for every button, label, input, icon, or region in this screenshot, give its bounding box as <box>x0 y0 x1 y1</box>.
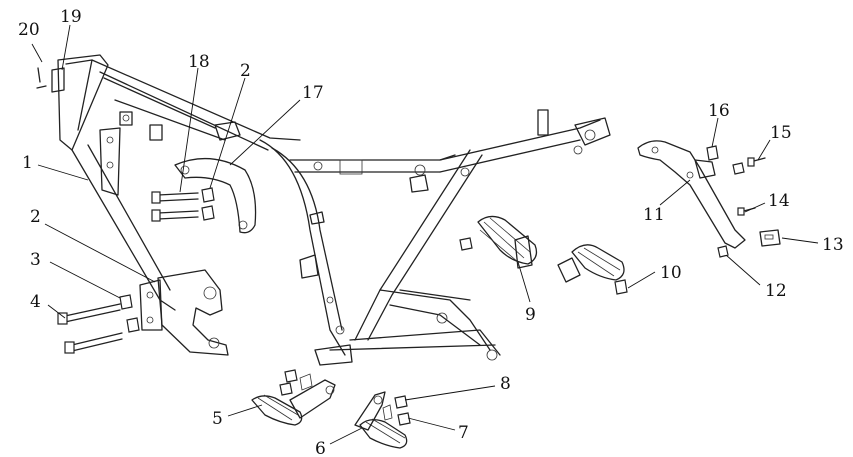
bracket-17 <box>174 157 257 234</box>
callout-6: 6 <box>315 439 326 457</box>
callout-7: 7 <box>458 423 469 443</box>
callout-13: 13 <box>822 235 844 255</box>
parts-19-20 <box>36 67 65 93</box>
footpeg-5 <box>251 369 336 426</box>
callout-12: 12 <box>765 281 787 301</box>
bracket-11 <box>637 140 746 249</box>
callout-2-top: 2 <box>240 61 251 81</box>
engine-plate-2 <box>139 269 229 356</box>
callout-19: 19 <box>60 7 82 27</box>
callout-2-left: 2 <box>30 207 41 227</box>
footpeg-9-right <box>557 244 628 295</box>
callout-16: 16 <box>708 101 730 121</box>
footpeg-6 <box>354 391 411 449</box>
callout-18: 18 <box>188 52 210 72</box>
callout-15: 15 <box>770 123 792 143</box>
callout-11: 11 <box>643 205 665 225</box>
callout-labels: 20 19 1 2 3 4 18 2 17 5 6 7 8 9 10 11 12… <box>18 7 844 457</box>
callout-5: 5 <box>212 409 223 429</box>
hardware-12-16 <box>706 145 781 258</box>
callout-9: 9 <box>525 305 536 325</box>
bolts-3-4 <box>57 294 140 354</box>
callout-10: 10 <box>660 263 682 283</box>
footpeg-9-left <box>459 215 538 269</box>
callout-14: 14 <box>768 191 790 211</box>
callout-3: 3 <box>30 250 41 270</box>
bolts-18 <box>151 187 215 222</box>
callout-17: 17 <box>302 83 324 103</box>
callout-8: 8 <box>500 374 511 394</box>
callout-1: 1 <box>22 153 33 173</box>
main-frame <box>57 54 611 366</box>
callout-20: 20 <box>18 20 40 40</box>
callout-4: 4 <box>30 292 41 312</box>
leader-lines <box>31 24 819 445</box>
